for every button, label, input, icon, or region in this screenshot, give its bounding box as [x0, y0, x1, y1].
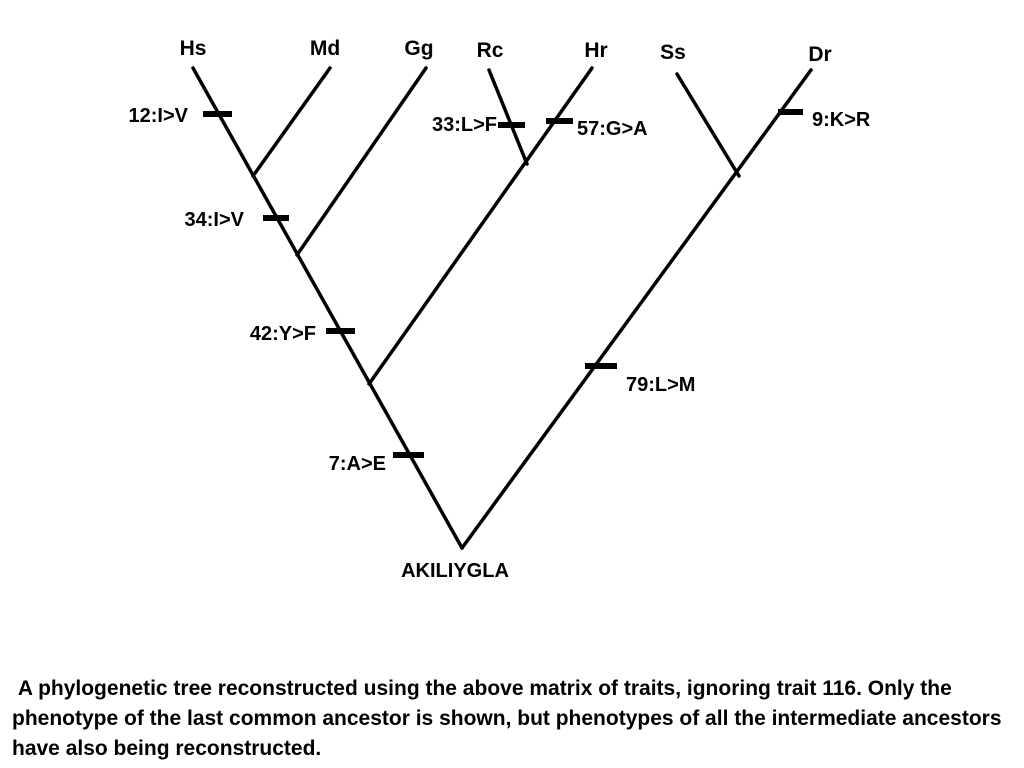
mutation-ticks: [203, 109, 803, 458]
branch-ss: [675, 72, 741, 178]
mutation-label-57: 57:G>A: [577, 118, 648, 140]
taxon-label-gg: Gg: [404, 37, 433, 60]
mutation-label-79: 79:L>M: [626, 374, 695, 396]
figure-caption: A phylogenetic tree reconstructed using …: [12, 677, 1008, 760]
taxon-label-rc: Rc: [477, 39, 504, 62]
taxon-label-hs: Hs: [180, 37, 207, 60]
branch-rc: [487, 68, 529, 166]
taxon-label-md: Md: [310, 37, 340, 60]
mutation-label-34: 34:I>V: [185, 209, 245, 231]
mutation-label-9: 9:K>R: [812, 109, 871, 131]
branch-md: [251, 66, 332, 178]
phylogenetic-tree: Hs Md Gg Rc Hr Ss Dr 12:I>V 34:I>V 42:Y>…: [129, 37, 871, 582]
tree-branches: [191, 66, 813, 550]
taxon-label-dr: Dr: [808, 43, 831, 66]
branch-root-to-dr: [460, 68, 813, 550]
mutation-labels: 12:I>V 34:I>V 42:Y>F 7:A>E 33:L>F 57:G>A…: [129, 105, 871, 475]
ancestor-sequence-label: AKILIYGLA: [401, 560, 509, 582]
mutation-label-33: 33:L>F: [432, 114, 497, 136]
mutation-label-7: 7:A>E: [329, 453, 386, 475]
taxon-labels: Hs Md Gg Rc Hr Ss Dr: [180, 37, 832, 66]
taxon-label-ss: Ss: [660, 41, 686, 64]
branch-root-to-hs: [191, 66, 464, 550]
mutation-label-42: 42:Y>F: [250, 323, 316, 345]
mutation-label-12: 12:I>V: [129, 105, 189, 127]
branch-gg: [295, 66, 428, 257]
taxon-label-hr: Hr: [584, 39, 607, 62]
